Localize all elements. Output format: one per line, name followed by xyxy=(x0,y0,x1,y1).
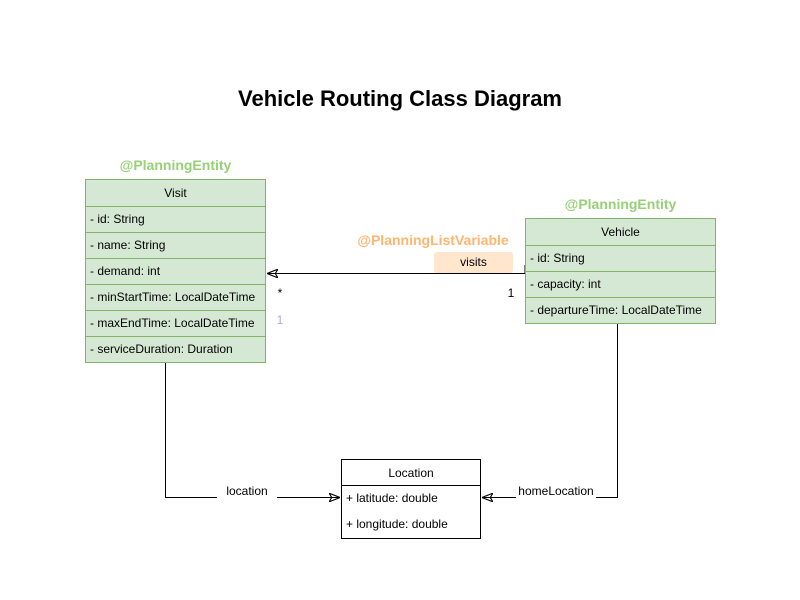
class-location-name: Location xyxy=(342,460,480,486)
class-visit-attribute: - id: String xyxy=(86,206,265,232)
class-visit-attribute: - maxEndTime: LocalDateTime xyxy=(86,310,265,336)
vehicle-location-edge xyxy=(482,322,618,498)
location-edge-label: location xyxy=(217,484,277,498)
class-vehicle-name: Vehicle xyxy=(601,225,640,239)
visits-target-multiplicity: * xyxy=(277,286,283,300)
vehicle-planning-entity-annotation: @PlanningEntity xyxy=(564,196,677,212)
class-location-attribute: + latitude: double xyxy=(346,491,438,505)
class-visit-attribute: - serviceDuration: Duration xyxy=(86,336,265,362)
visit-location-edge xyxy=(165,361,340,498)
class-vehicle-attribute: - departureTime: LocalDateTime xyxy=(526,297,715,323)
class-vehicle-attribute: - id: String xyxy=(526,245,715,271)
diagram-title: Vehicle Routing Class Diagram xyxy=(238,86,562,111)
home-location-edge-label: homeLocation xyxy=(516,484,596,498)
class-vehicle-attribute: - capacity: int xyxy=(526,271,715,297)
class-visit-attribute: - minStartTime: LocalDateTime xyxy=(86,284,265,310)
planning-list-variable-annotation: @PlanningListVariable xyxy=(357,232,509,248)
visits-source-multiplicity: 1 xyxy=(507,286,515,300)
secondary-multiplicity: 1 xyxy=(276,313,284,327)
class-visit-attribute: - name: String xyxy=(86,232,265,258)
visit-planning-entity-annotation: @PlanningEntity xyxy=(119,157,232,173)
class-vehicle: Vehicle - id: String - capacity: int - d… xyxy=(525,218,716,324)
class-visit-attribute: - demand: int xyxy=(86,258,265,284)
class-visit: Visit - id: String - name: String - dema… xyxy=(85,179,266,363)
visits-edge-label: visits xyxy=(434,252,513,273)
class-location: Location + latitude: double + longitude:… xyxy=(341,459,481,539)
class-location-attribute: + longitude: double xyxy=(346,517,448,531)
class-visit-name: Visit xyxy=(164,186,187,200)
